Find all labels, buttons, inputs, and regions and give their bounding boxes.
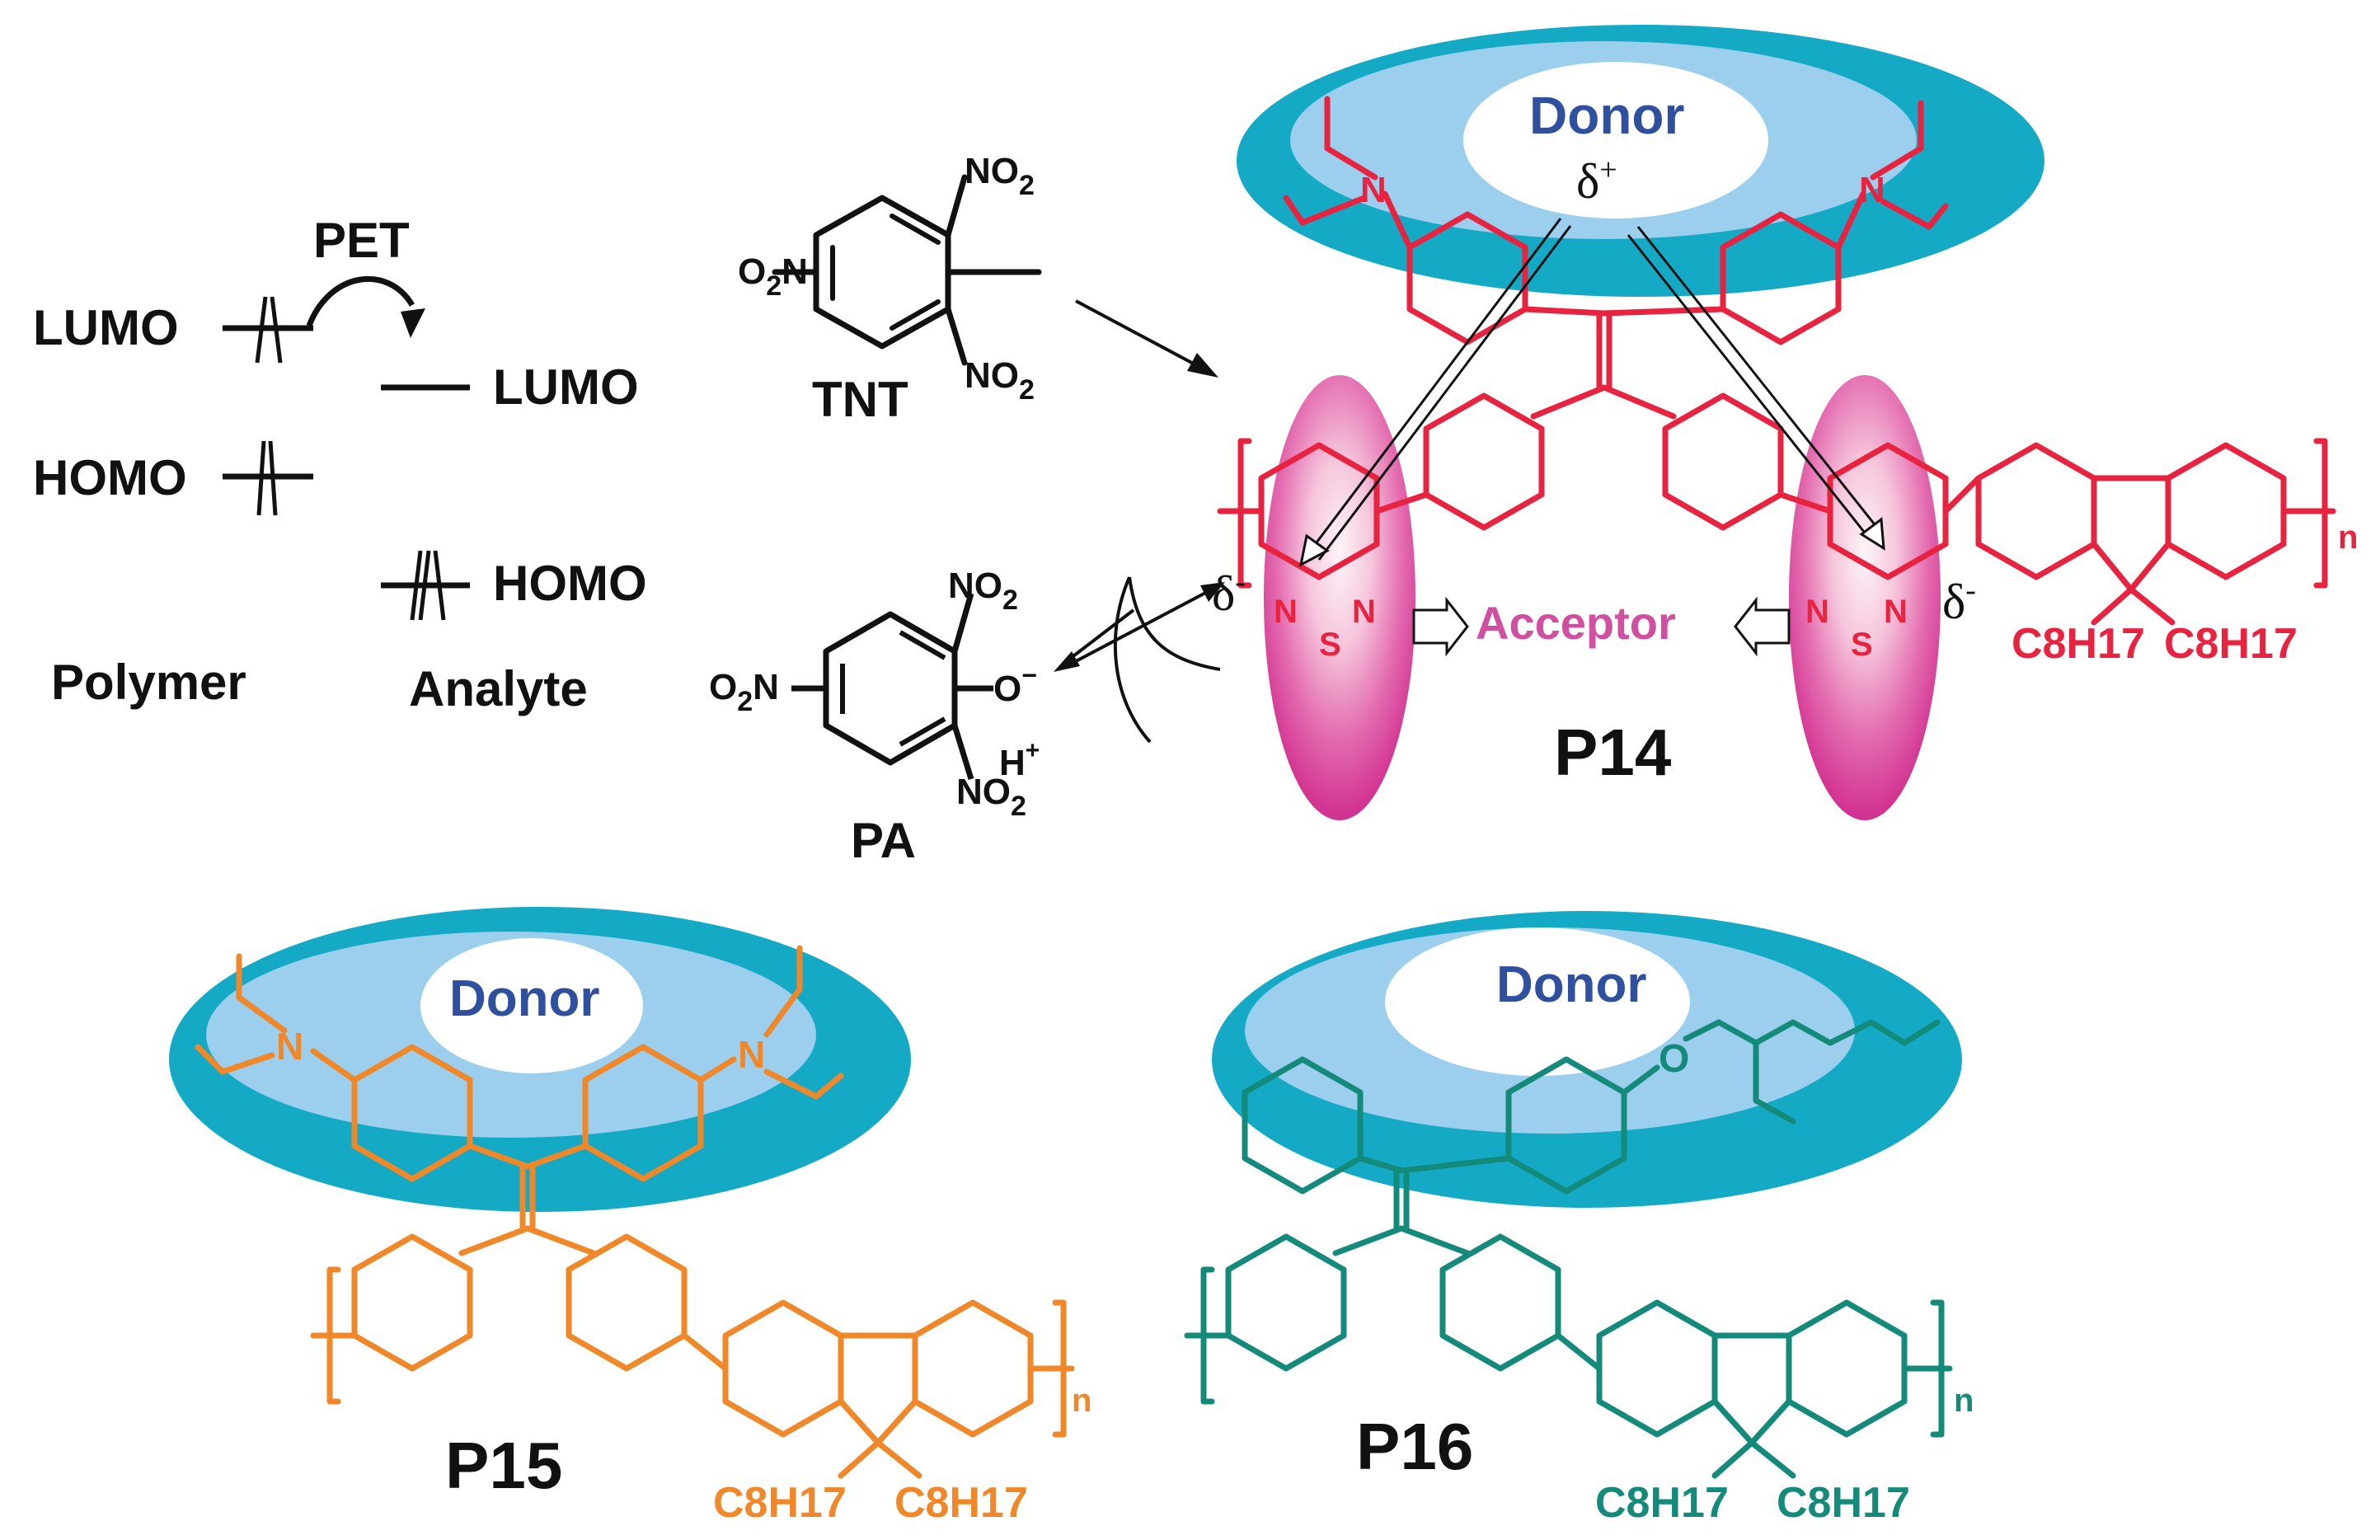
p16-labels: Donor O C8H17 C8H17 n P16 [1356,956,1974,1527]
p15-c8h17-left: C8H17 [713,1479,847,1527]
p14-charge-arrows [1298,218,1885,657]
p16-donor-ellipse [1212,911,1962,1208]
no2-sub: 2 [1019,170,1035,201]
svg-text:δ-: δ- [1942,573,1976,629]
pa-benzene-ring [823,611,958,766]
pet-arrowhead-icon [401,308,425,338]
analyte-homo-label: HOMO [493,556,647,611]
pa-h-label: H [999,743,1026,783]
svg-text:NO2: NO2 [948,566,1018,616]
svg-text:O2N: O2N [738,251,808,302]
tnt-arrowhead-icon [1187,353,1218,378]
p15-amine-n-left: N [276,1025,303,1068]
p14-delta-minus-left: δ [1212,566,1235,621]
p14-name: P14 [1554,716,1672,789]
p14-c8h17-right: C8H17 [2164,620,2298,668]
svg-text:δ-: δ- [1212,565,1246,621]
no2-sub: 2 [1019,374,1035,406]
o2n-sub: 2 [766,270,782,302]
pa-o-label: O [993,669,1021,709]
svg-text:S: S [1319,627,1341,663]
p14-c8h17-left: C8H17 [2011,620,2145,668]
o2n-n: N [782,251,808,292]
p16-ether-o: O [1659,1037,1689,1081]
pa-interaction [1054,576,1225,744]
tnt-labels: NO2 NO2 O2N TNT [738,151,1035,427]
polymer-homo-electron-icon [256,440,278,516]
p14-delta-minus-right: δ [1942,575,1965,629]
p14-donor-label: Donor [1529,86,1684,145]
analyte-label: Analyte [409,661,588,716]
svg-text:NO2: NO2 [965,355,1035,406]
svg-text:δ+: δ+ [1576,153,1617,209]
tnt-benzene-ring [813,195,951,350]
polymer-label: Polymer [51,655,246,710]
p14-amine-n-right: N [1859,170,1885,210]
svg-text:N: N [1352,594,1376,630]
svg-text:N: N [1274,594,1298,630]
p15-structure [195,945,1075,1479]
p15-repeat-n: n [1072,1383,1091,1419]
p16-c8h17-right: C8H17 [1777,1479,1910,1527]
no2-label: NO [965,355,1019,396]
pa-labels: NO2 NO2 O2N O− H+ PA [709,566,1040,868]
svg-text:NO2: NO2 [956,772,1026,822]
pa-label: PA [851,813,916,868]
energy-diagram: LUMO PET LUMO HOMO HOMO Polymer Analyte [33,213,647,716]
svg-text:NO2: NO2 [965,151,1035,201]
polymer-homo-label: HOMO [33,450,187,505]
p16-name: P16 [1356,1410,1473,1483]
tnt-arrow [1075,299,1200,369]
p14-amine-n-left: N [1360,170,1387,210]
p14-delta-plus: δ [1576,154,1599,209]
p16-repeat-n: n [1954,1383,1974,1419]
svg-text:H+: H+ [999,737,1040,783]
analyte-homo-electrons-icon [410,550,446,621]
pet-arrow [306,275,415,327]
o2n-label: O [738,251,766,292]
p16-structure [1184,1019,1953,1479]
tnt-label: TNT [812,372,908,427]
p14-donor-ellipse [1237,25,2044,297]
tnt-structure [772,174,1042,366]
pa-plus: + [1026,737,1040,764]
svg-text:S: S [1851,627,1873,663]
svg-text:N: N [1884,594,1908,630]
polymer-lumo-label: LUMO [33,300,179,355]
analyte-lumo-label: LUMO [493,359,639,415]
p16-c8h17-left: C8H17 [1595,1479,1729,1527]
svg-text:O2N: O2N [709,667,779,717]
pa-arrowhead-icon [1200,582,1225,602]
p15-donor-label: Donor [449,970,600,1027]
pa-structure [791,593,993,781]
polymer-lumo-electron-icon [255,296,283,364]
p14-repeat-n: n [2338,519,2358,556]
p15-c8h17-right: C8H17 [894,1479,1028,1527]
p15-amine-n-right: N [738,1033,765,1076]
no2-label: NO [965,151,1019,191]
svg-text:O−: O− [993,660,1037,709]
pa-arrowhead-icon [1054,651,1080,672]
p16-donor-label: Donor [1496,956,1647,1013]
svg-text:N: N [1805,594,1829,630]
p15-name: P15 [445,1429,562,1502]
p14-acceptor-label: Acceptor [1476,597,1676,649]
p15-labels: Donor N N C8H17 C8H17 n P15 [276,970,1091,1527]
p14-labels: Donor δ+ δ- δ- Acceptor N N N N S N N S … [1212,86,2358,789]
pa-minus: − [1021,660,1037,690]
pet-label: PET [313,213,410,268]
